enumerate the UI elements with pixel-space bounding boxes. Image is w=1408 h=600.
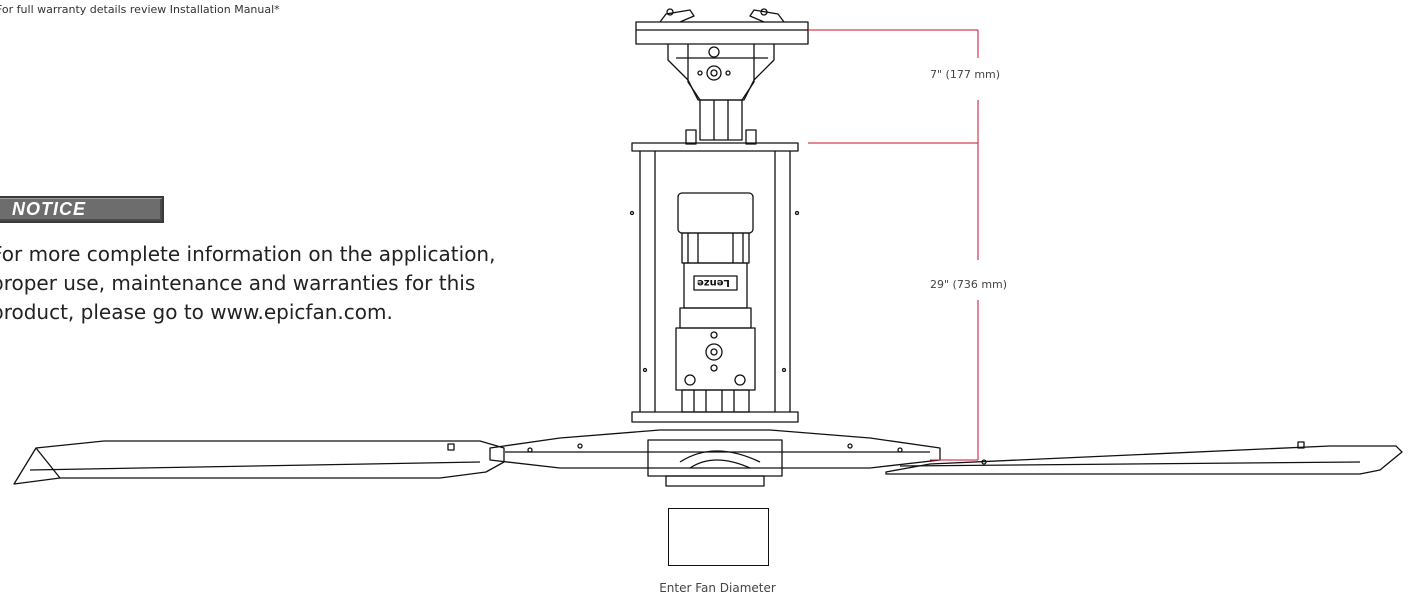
notice-badge: NOTICE [0,196,164,223]
fan-blade-right [885,441,1403,475]
notice-label: NOTICE [12,199,87,219]
motor-brand-label: Lenze [697,277,730,288]
fan-diameter-input[interactable] [668,508,769,566]
notice-line: For more complete information on the app… [0,242,496,266]
dimension-lines [808,29,979,461]
mounting-bracket [635,8,809,145]
notice-body: For more complete information on the app… [0,240,591,327]
fan-blade-left [13,440,505,485]
notice-line: product, please go to www.epicfan.com. [0,300,393,324]
warranty-note: For full warranty details review Install… [0,3,280,16]
notice-line: proper use, maintenance and warranties f… [0,271,476,295]
dimension-upper: 7" (177 mm) [930,68,1001,81]
fan-hub [489,429,941,487]
motor [631,192,799,423]
dimension-lower: 29" (736 mm) [930,278,1008,291]
motor-housing [629,142,800,412]
fan-diameter-caption: Enter Fan Diameter [659,581,776,595]
